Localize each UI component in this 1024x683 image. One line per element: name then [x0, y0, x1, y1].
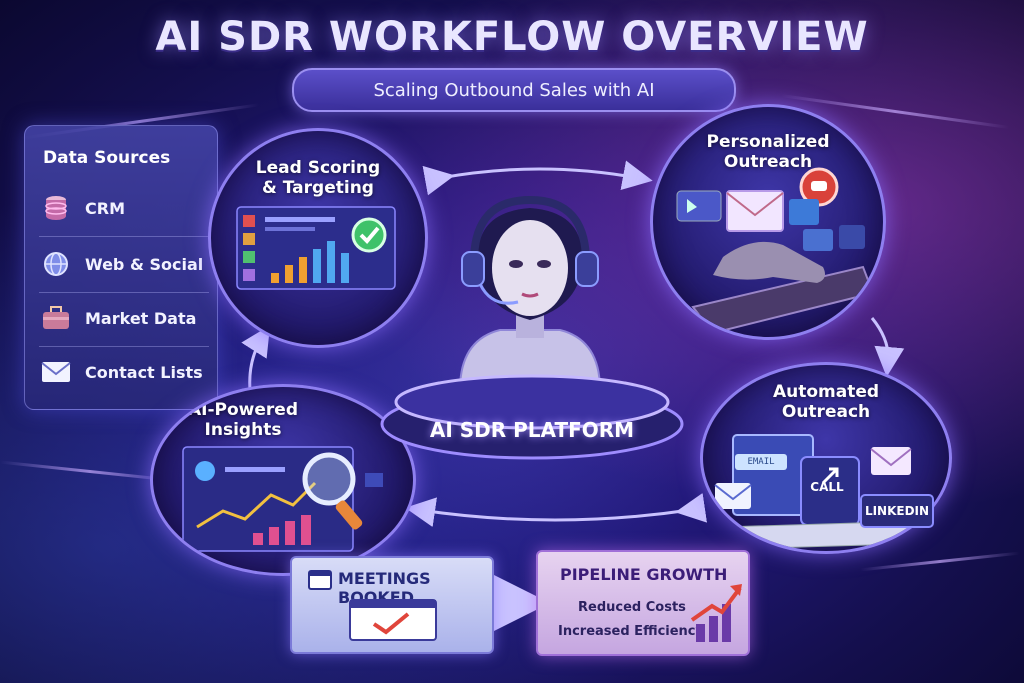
- call-label: CALL: [810, 480, 844, 494]
- data-source-item-market-data: Market Data: [39, 298, 207, 338]
- headset-icon: [461, 195, 599, 305]
- envelope-icon: [715, 483, 751, 509]
- stage-title-line: Lead Scoring: [255, 158, 381, 178]
- magnifier-icon: [302, 452, 363, 530]
- divider: [39, 292, 209, 293]
- pipeline-growth-card: PIPELINE GROWTH Reduced Costs Increased …: [536, 550, 750, 656]
- envelope-icon: [726, 190, 784, 232]
- stage-personalized-outreach: Personalized Outreach: [650, 104, 886, 340]
- subtitle-banner: Scaling Outbound Sales with AI: [292, 68, 736, 112]
- stage-title-line: Insights: [204, 419, 282, 440]
- data-source-label: Contact Lists: [85, 362, 203, 382]
- ai-avatar-illustration: [458, 195, 602, 391]
- stage-title-line: & Targeting: [262, 177, 374, 198]
- arrow-insights-to-lead: [241, 325, 271, 391]
- data-source-label: Market Data: [85, 308, 197, 328]
- calendar-icon: [308, 570, 332, 590]
- stage-title-line: Outreach: [781, 401, 871, 422]
- platform-label: AI SDR PLATFORM: [429, 418, 635, 442]
- divider: [39, 346, 209, 347]
- checkmark-icon: [351, 217, 387, 253]
- stage-lead-scoring: Lead Scoring & Targeting: [208, 128, 428, 348]
- stage-title-line: AI-Powered: [188, 400, 298, 420]
- database-icon: [39, 193, 73, 223]
- scoring-dashboard-illustration: [236, 206, 396, 290]
- meetings-booked-card: MEETINGS BOOKED: [290, 556, 494, 654]
- linkedin-label: LINKEDIN: [864, 504, 930, 518]
- calendar-check-icon: [349, 599, 437, 641]
- briefcase-icon: [39, 303, 73, 333]
- data-sources-heading: Data Sources: [43, 148, 171, 168]
- stage-title: Personalized Outreach: [653, 132, 883, 172]
- linkedin-badge: LINKEDIN: [860, 494, 934, 528]
- stage-title-line: Personalized: [706, 132, 830, 152]
- page-subtitle: Scaling Outbound Sales with AI: [373, 79, 655, 101]
- data-source-item-contact-lists: Contact Lists: [39, 352, 207, 392]
- divider: [39, 236, 209, 237]
- ai-sdr-platform: AI SDR PLATFORM: [376, 362, 688, 462]
- typing-hand-illustration: [676, 167, 875, 335]
- stage-title-line: Automated: [772, 382, 880, 402]
- stage-title: Automated Outreach: [703, 382, 949, 422]
- pipeline-benefit: Increased Efficiency: [558, 624, 704, 639]
- arrow-personalized-to-automated: [870, 317, 905, 377]
- pipeline-benefit: Reduced Costs: [578, 600, 686, 615]
- analytics-illustration: [182, 446, 383, 552]
- data-source-label: Web & Social: [85, 254, 204, 274]
- data-source-label: CRM: [85, 198, 125, 218]
- envelope-icon: [871, 447, 911, 475]
- stage-title-line: Outreach: [723, 151, 813, 172]
- email-tag: EMAIL: [735, 454, 787, 470]
- pipeline-title: PIPELINE GROWTH: [560, 565, 728, 584]
- growth-chart-icon: [690, 584, 742, 642]
- arrow-lead-to-personalized: [422, 160, 653, 196]
- stage-ai-insights: AI-Powered Insights: [150, 384, 416, 576]
- data-source-item-crm: CRM: [39, 188, 207, 228]
- arrow-automated-to-insights: [405, 492, 708, 528]
- data-sources-panel: Data Sources CRM Web & Social Market Dat…: [24, 125, 218, 410]
- stage-title: Lead Scoring & Targeting: [211, 158, 425, 198]
- data-source-item-web-social: Web & Social: [39, 244, 207, 284]
- envelope-icon: [39, 357, 73, 387]
- globe-icon: [39, 249, 73, 279]
- page-title: AI SDR WORKFLOW OVERVIEW: [155, 14, 869, 60]
- automation-illustration: [714, 434, 938, 550]
- stage-title: AI-Powered Insights: [153, 400, 373, 440]
